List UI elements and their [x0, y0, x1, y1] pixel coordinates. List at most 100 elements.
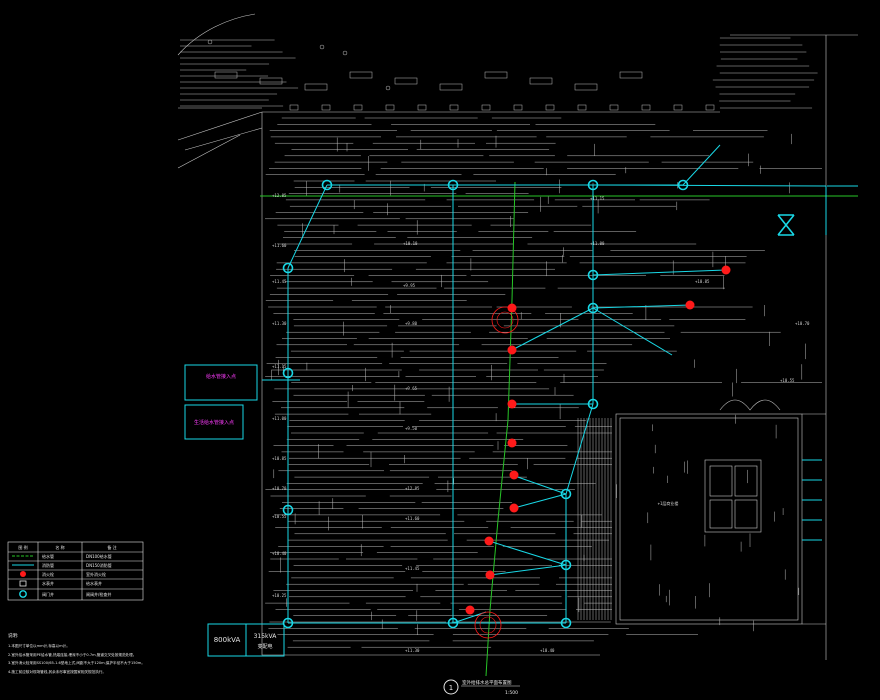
valve-well	[587, 302, 599, 314]
elevation-label: +10.40	[540, 648, 555, 653]
elevation-label: +10.85	[695, 279, 710, 284]
legend-row-name: 水表井	[42, 580, 54, 586]
valve-well	[587, 179, 599, 191]
valve-well	[447, 179, 459, 191]
hydrant-branch	[592, 307, 673, 356]
legend-row-name: 消火栓	[42, 571, 54, 577]
elevation-label: +11.00	[590, 241, 605, 246]
road-marker	[417, 104, 427, 111]
elevation-label: +11.00	[272, 416, 287, 421]
road-marker	[705, 104, 715, 111]
hydrant-radius	[491, 306, 519, 334]
legend-row-note: DN100给水管	[86, 553, 112, 559]
top-block	[619, 71, 643, 79]
elevation-label: +12.85	[405, 486, 420, 491]
road-marker	[385, 104, 395, 111]
fire-hydrant	[484, 536, 494, 546]
right-boundary-step	[802, 413, 826, 625]
top-block	[574, 83, 598, 91]
legend-header-name: 名 称	[55, 544, 64, 550]
hydrant-branch	[488, 540, 567, 566]
manhole	[342, 50, 348, 56]
legend-symbols	[12, 555, 34, 598]
elevation-label: +9.50	[405, 426, 418, 431]
valve-well	[587, 398, 599, 410]
hydrant-branch	[511, 474, 567, 495]
elevation-label: +11.45	[272, 279, 287, 284]
drawing-title: 室外给排水总平面布置图	[462, 679, 512, 686]
gate-valve-symbol	[777, 214, 795, 236]
elevation-label: +10.10	[403, 241, 418, 246]
legend-row-name: 给水管	[42, 553, 54, 559]
valve-well	[447, 617, 459, 629]
valve-well	[282, 617, 294, 629]
valve-well	[282, 504, 294, 516]
elevation-label: +9.80	[405, 321, 418, 326]
road-marker	[545, 104, 555, 111]
transformer-label-1: 800kVA	[214, 636, 241, 644]
hydrant-branch	[513, 493, 567, 509]
building-hatch-lines	[265, 117, 822, 648]
valve-well	[321, 179, 333, 191]
top-block	[439, 83, 463, 91]
fire-hydrants	[465, 265, 731, 639]
domestic-inlet-label: 生活给水管接入点	[194, 419, 234, 426]
valve-wells	[282, 179, 795, 629]
road-marker	[449, 104, 459, 111]
transformer-sub-label: 变配电	[257, 643, 272, 650]
green-pipe-layer	[260, 181, 858, 677]
domestic-inlet-box	[184, 404, 244, 440]
valve-well	[560, 559, 572, 571]
road-marker	[481, 104, 491, 111]
main-water-line	[485, 181, 516, 677]
elevation-label: +11.60	[272, 243, 287, 248]
notes-line: 2.室外给水管采用PE给水管,热熔连接,埋深不小于0.7m,管道交叉处按规范处理…	[8, 652, 136, 657]
valve-well	[282, 262, 294, 274]
fire-hydrant	[509, 503, 519, 513]
elevation-label: +11.45	[405, 566, 420, 571]
elevation-label: +9.95	[403, 283, 416, 288]
top-block	[484, 71, 508, 79]
top-block	[349, 71, 373, 79]
top-block	[259, 77, 283, 85]
tower-inner-outline	[619, 417, 799, 621]
tower-building-outline	[615, 413, 803, 625]
fire-pipe-segment	[565, 403, 594, 495]
fire-hydrant	[507, 303, 517, 313]
stair-core-inner-3	[709, 499, 733, 529]
road-marker	[513, 104, 523, 111]
elevation-label: +11.30	[405, 648, 420, 653]
notes-line: 3.室外消火栓采用SS100/65-1.6型地上式,间距不大于120m,保护半径…	[8, 660, 145, 665]
road-marker	[289, 104, 299, 111]
elevation-label: +9.65	[405, 386, 418, 391]
fire-hydrant	[507, 345, 517, 355]
fire-pipe-segment	[287, 184, 328, 269]
drawing-number-circle	[443, 679, 459, 695]
legend-row-note: DN150消防管	[86, 562, 112, 568]
manhole	[385, 85, 391, 91]
valve-well	[560, 617, 572, 629]
valve-well	[587, 269, 599, 281]
elevation-label: +11.15	[272, 364, 287, 369]
hydrant-branch	[682, 144, 721, 186]
legend-row-note: 室外消火栓	[86, 571, 106, 577]
fire-hydrant	[507, 399, 517, 409]
hydrant-branch	[592, 269, 727, 276]
stair-core-inner-2	[734, 465, 758, 497]
hydrant-branch	[511, 307, 594, 351]
drawing-number: 1	[449, 684, 453, 692]
top-block	[214, 71, 238, 79]
fire-hydrant	[485, 570, 495, 580]
stair-core-inner-4	[734, 499, 758, 529]
drawing-scale: 1:500	[505, 690, 518, 696]
top-building-blocks	[180, 34, 858, 111]
hydrant-radius-inner	[479, 616, 497, 634]
elevation-labels: +12.85 +11.60 +11.45 +11.30 +11.15 +11.00 +10.…	[272, 193, 810, 653]
diagonal-wall	[177, 111, 263, 169]
road-marker	[609, 104, 619, 111]
legend-row-note: 闸阀井/检查井	[86, 591, 111, 597]
site-linework	[177, 13, 827, 660]
legend-header-symbol: 图 例	[18, 544, 27, 550]
transformer-label-2: 315kVA	[254, 633, 278, 640]
